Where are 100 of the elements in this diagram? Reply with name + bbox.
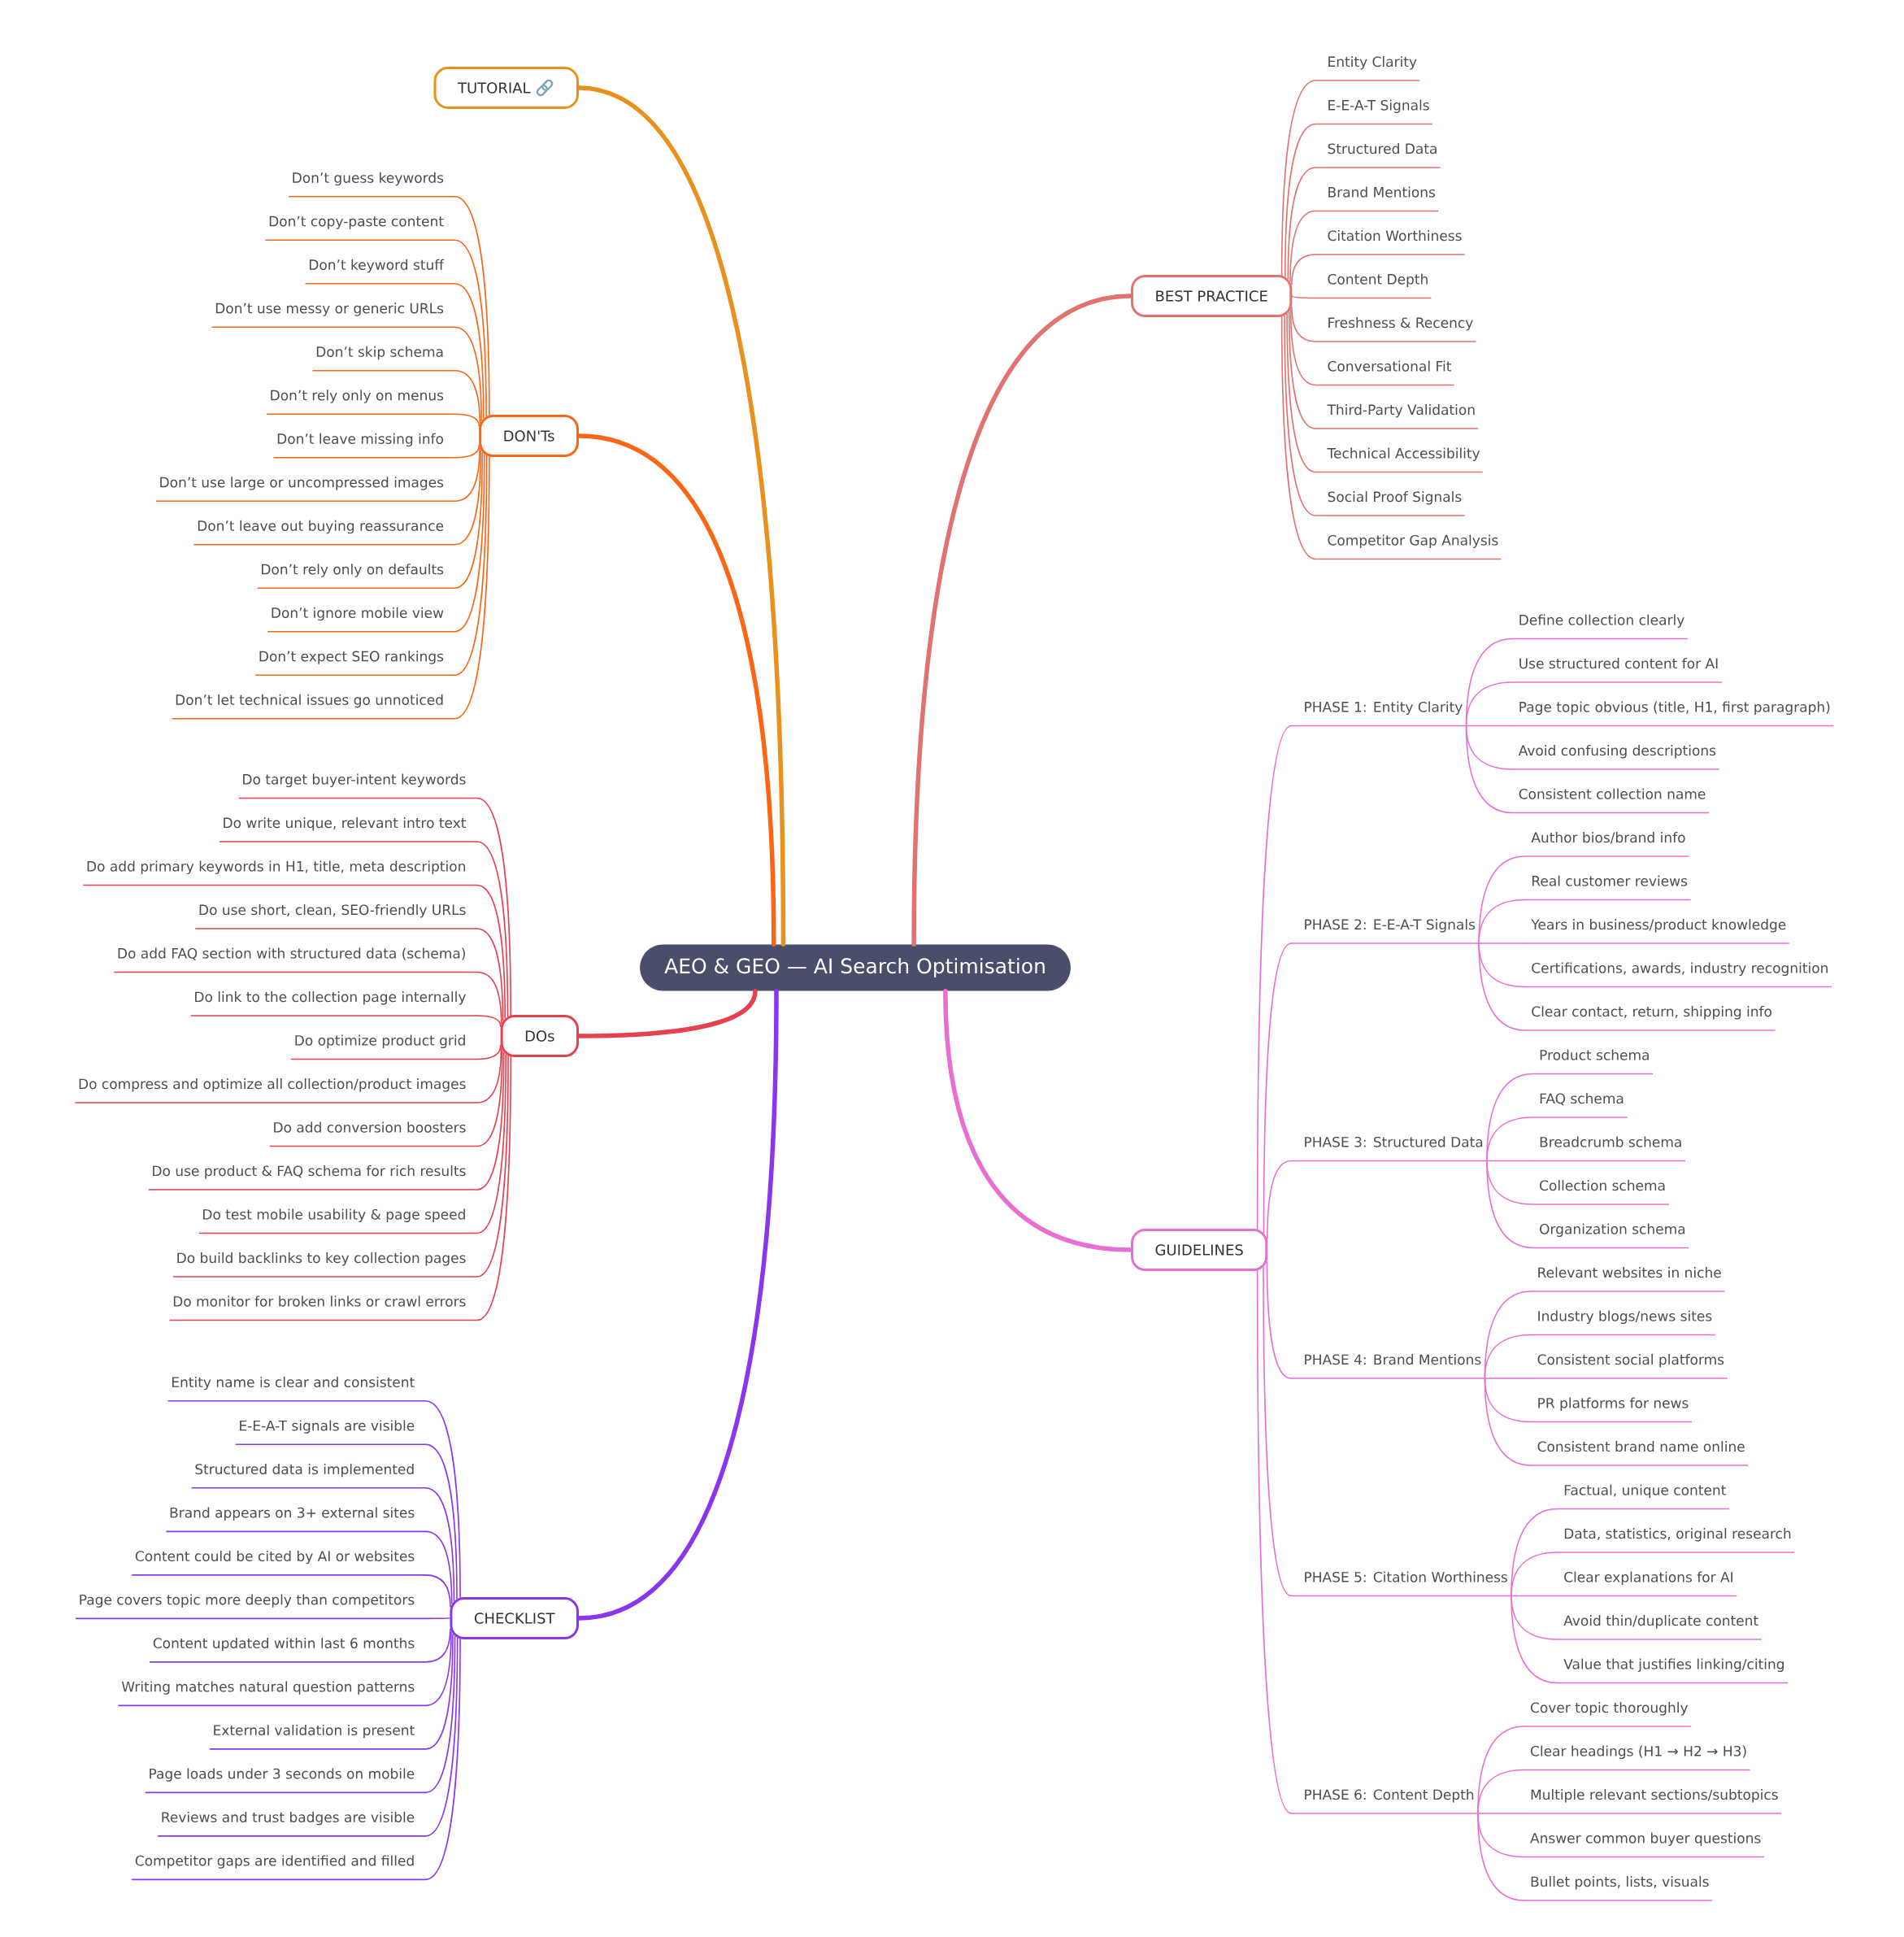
underlined-label: Data, statistics, original research: [1557, 1528, 1796, 1553]
branch-curve: [1478, 899, 1526, 944]
underlined-label: Social Proof Signals: [1315, 491, 1466, 516]
branch-curve: [454, 239, 487, 417]
branch-curve: [1280, 316, 1317, 560]
underlined-label: Do test mobile usability & page speed: [198, 1208, 478, 1234]
underlined-label: Do optimize product grid: [290, 1034, 478, 1060]
branch-box: DON'Ts: [479, 415, 579, 457]
underlined-label: FAQ schema: [1532, 1093, 1628, 1118]
underlined-label: Writing matches natural question patterns: [117, 1681, 427, 1707]
underlined-label: Bullet points, lists, visuals: [1524, 1876, 1713, 1901]
branch-curve: [1484, 1378, 1532, 1379]
underlined-label: Years in business/product knowledge: [1524, 919, 1790, 944]
underlined-label: Don’t skip schema: [311, 346, 455, 372]
branch-curve: [1284, 315, 1317, 516]
branch-curve: [454, 455, 490, 720]
underlined-label: Value that justifies linking/citing: [1557, 1658, 1789, 1684]
underlined-label: Define collection clearly: [1511, 614, 1689, 640]
underlined-label: Author bios/brand info: [1524, 832, 1689, 857]
underlined-label: Entity name is clear and consistent: [167, 1376, 427, 1402]
underlined-label: Product schema: [1532, 1049, 1654, 1075]
underlined-label: Content updated within last 6 months: [149, 1637, 427, 1663]
underlined-label: Third-Party Validation: [1315, 404, 1479, 429]
underlined-label: Breadcrumb schema: [1532, 1136, 1686, 1162]
branch-curve: [576, 433, 776, 947]
underlined-label: PHASE 6: Content Depth: [1290, 1789, 1479, 1814]
branch-curve: [476, 884, 506, 1019]
branch-curve: [1280, 80, 1317, 276]
underlined-label: Citation Worthiness: [1315, 230, 1466, 255]
branch-curve: [454, 450, 482, 546]
underlined-label: Page loads under 3 seconds on mobile: [145, 1768, 427, 1794]
branch-curve: [454, 326, 482, 421]
branch-curve: [1263, 1267, 1293, 1597]
underlined-label: PHASE 3: Structured Data: [1290, 1136, 1488, 1162]
branch-curve: [576, 988, 758, 1038]
underlined-label: PR platforms for news: [1530, 1397, 1693, 1423]
underlined-label: Don’t guess keywords: [288, 172, 455, 198]
underlined-label: Technical Accessibility: [1315, 447, 1484, 473]
underlined-label: Content could be cited by AI or websites: [131, 1550, 427, 1576]
underlined-label: Don’t leave out buying reassurance: [193, 520, 455, 546]
branch-curve: [1465, 725, 1514, 727]
branch-curve: [1511, 1552, 1558, 1597]
underlined-label: Don’t ignore mobile view: [267, 607, 455, 633]
underlined-label: Competitor gaps are identified and filled: [131, 1855, 427, 1881]
underlined-label: Conversational Fit: [1315, 360, 1455, 386]
underlined-label: Cover topic thoroughly: [1524, 1702, 1693, 1727]
underlined-label: Do monitor for broken links or crawl errors: [168, 1295, 478, 1321]
branch-curve: [476, 1056, 512, 1321]
branch-box: CHECKLIST: [450, 1597, 579, 1640]
branch-curve: [476, 928, 504, 1021]
branch-curve: [454, 454, 485, 633]
underlined-label: Don’t keyword stuff: [304, 259, 455, 285]
branch-curve: [1256, 725, 1293, 1230]
branch-curve: [1477, 1769, 1525, 1814]
underlined-label: Don’t copy-paste content: [264, 215, 455, 241]
branch-curve: [424, 1638, 461, 1881]
underlined-label: Clear explanations for AI: [1557, 1571, 1738, 1597]
branch-curve: [424, 1443, 458, 1600]
branch-curve: [1511, 1595, 1558, 1684]
underlined-label: Don’t leave missing info: [272, 433, 455, 459]
branch-curve: [476, 1051, 505, 1190]
branch-curve: [454, 444, 480, 459]
underlined-label: Structured data is implemented: [190, 1463, 427, 1489]
underlined-label: Factual, unique content: [1557, 1484, 1730, 1510]
underlined-label: Structured Data: [1315, 143, 1441, 168]
underlined-label: Reviews and trust badges are visible: [157, 1811, 427, 1837]
branch-curve: [1477, 1813, 1525, 1901]
branch-curve: [476, 1047, 502, 1103]
underlined-label: Avoid confusing descriptions: [1511, 745, 1720, 770]
underlined-label: Clear headings (H1 → H2 → H3): [1524, 1745, 1751, 1771]
underlined-label: Relevant websites in niche: [1530, 1267, 1726, 1292]
branch-curve: [476, 1015, 502, 1027]
branch-curve: [1478, 942, 1526, 944]
underlined-label: PHASE 5: Citation Worthiness: [1290, 1571, 1512, 1597]
underlined-label: Don’t use messy or generic URLs: [211, 303, 455, 328]
branch-curve: [424, 1634, 454, 1750]
branch-curve: [454, 369, 481, 424]
branch-curve: [454, 451, 484, 589]
underlined-label: Brand Mentions: [1315, 186, 1439, 212]
branch-curve: [1291, 295, 1317, 299]
branch-curve: [476, 971, 502, 1025]
branch-curve: [1486, 1160, 1534, 1162]
underlined-label: Don’t rely only on defaults: [256, 564, 455, 589]
branch-curve: [1465, 681, 1514, 727]
branch-curve: [1286, 313, 1317, 473]
branch-curve: [1478, 942, 1526, 1031]
underlined-label: Don’t let technical issues go unnoticed: [171, 694, 455, 720]
underlined-label: Do use short, clean, SEO-friendly URLs: [194, 904, 478, 929]
branch-curve: [1511, 1595, 1558, 1597]
underlined-label: Competitor Gap Analysis: [1315, 534, 1502, 560]
underlined-label: Consistent collection name: [1511, 788, 1710, 814]
branch-curve: [476, 841, 509, 1017]
underlined-label: PHASE 1: Entity Clarity: [1290, 701, 1467, 727]
underlined-label: Do build backlinks to key collection pages: [172, 1252, 478, 1278]
underlined-label: Certifications, awards, industry recognition: [1524, 962, 1832, 988]
underlined-label: Page topic obvious (title, H1, first paragraph): [1511, 701, 1835, 727]
underlined-label: Entity Clarity: [1315, 56, 1420, 81]
underlined-label: PHASE 4: Brand Mentions: [1290, 1354, 1486, 1379]
underlined-label: Don’t expect SEO rankings: [254, 651, 455, 676]
branch-curve: [1486, 1116, 1534, 1162]
